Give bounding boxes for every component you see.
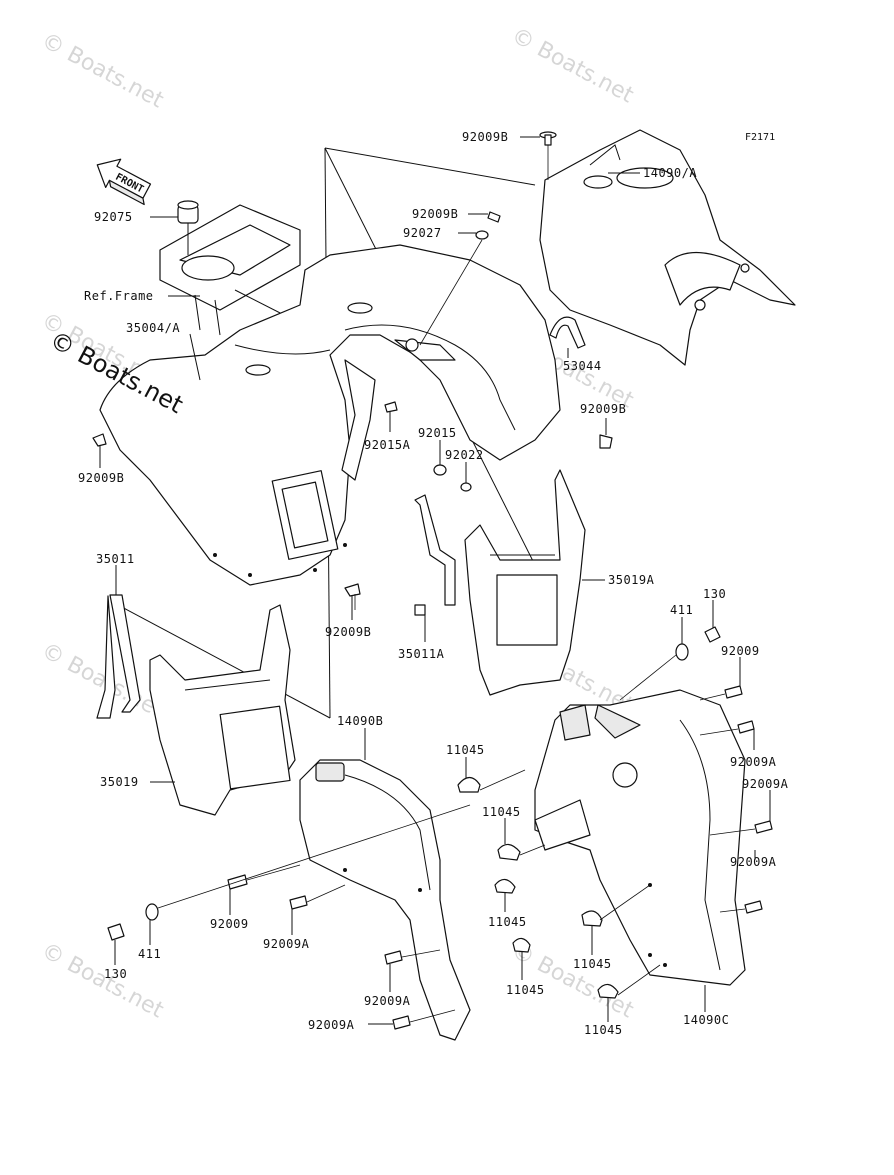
clip-53044 <box>549 316 586 349</box>
frame-bracket <box>159 200 301 336</box>
callout-35019a: 35019A <box>608 573 655 587</box>
callout-92015a: 92015A <box>364 438 411 452</box>
callout-92009b: 92009B <box>78 471 124 485</box>
callout-14090c: 14090C <box>683 1013 729 1027</box>
callout-92027: 92027 <box>403 226 442 240</box>
bracket-35011 <box>109 594 141 713</box>
cover-14090c <box>534 689 746 986</box>
callout-92022: 92022 <box>445 448 484 462</box>
callout-92009a: 92009A <box>364 994 411 1008</box>
callout-130: 130 <box>104 967 127 981</box>
callout-11045: 11045 <box>573 957 612 971</box>
figure-id: F2171 <box>745 132 775 143</box>
callout-92009a: 92009A <box>263 937 310 951</box>
callout-35011a: 35011A <box>398 647 445 661</box>
callout-ref-frame: Ref.Frame <box>84 289 154 303</box>
callout-92009b: 92009B <box>462 130 508 144</box>
callout-411: 411 <box>670 603 693 617</box>
mudflap-35019a <box>464 469 586 696</box>
callout-35004a: 35004/A <box>126 321 180 335</box>
fender-35004a <box>99 244 561 586</box>
callout-92009a: 92009A <box>742 777 789 791</box>
mudflap-35019 <box>149 604 296 816</box>
watermark: © Boats.net <box>37 28 168 113</box>
callout-35011: 35011 <box>96 552 135 566</box>
callout-11045: 11045 <box>446 743 485 757</box>
watermark: © Boats.net <box>507 23 638 108</box>
callout-92015: 92015 <box>418 426 457 440</box>
callout-35019: 35019 <box>100 775 139 789</box>
callout-92009a: 92009A <box>730 855 777 869</box>
callout-92009b: 92009B <box>580 402 626 416</box>
bracket-35011-leg <box>96 595 116 719</box>
callout-53044: 53044 <box>563 359 602 373</box>
callout-11045: 11045 <box>506 983 545 997</box>
callout-411: 411 <box>138 947 161 961</box>
callout-14090a: 14090/A <box>643 166 697 180</box>
callout-11045: 11045 <box>488 915 527 929</box>
fasteners <box>92 131 773 1030</box>
callout-11045: 11045 <box>584 1023 623 1037</box>
bracket-35011a <box>414 494 456 606</box>
callout-92009a: 92009A <box>730 755 777 769</box>
callout-130: 130 <box>703 587 726 601</box>
callout-92075: 92075 <box>94 210 133 224</box>
callout-11045: 11045 <box>482 805 521 819</box>
bracket-35011a-foot <box>414 604 426 616</box>
callout-92009b: 92009B <box>412 207 458 221</box>
callout-92009: 92009 <box>721 644 760 658</box>
callout-92009: 92009 <box>210 917 249 931</box>
front-arrow: FRONT <box>96 158 152 206</box>
callout-14090b: 14090B <box>337 714 383 728</box>
cover-14090b <box>299 759 471 1041</box>
leader-lines <box>99 136 771 1025</box>
callout-labels: 92009B 14090/A 92075 92009B 92027 Ref.Fr… <box>78 130 789 1037</box>
callout-92009a: 92009A <box>308 1018 355 1032</box>
callout-92009b: 92009B <box>325 625 371 639</box>
